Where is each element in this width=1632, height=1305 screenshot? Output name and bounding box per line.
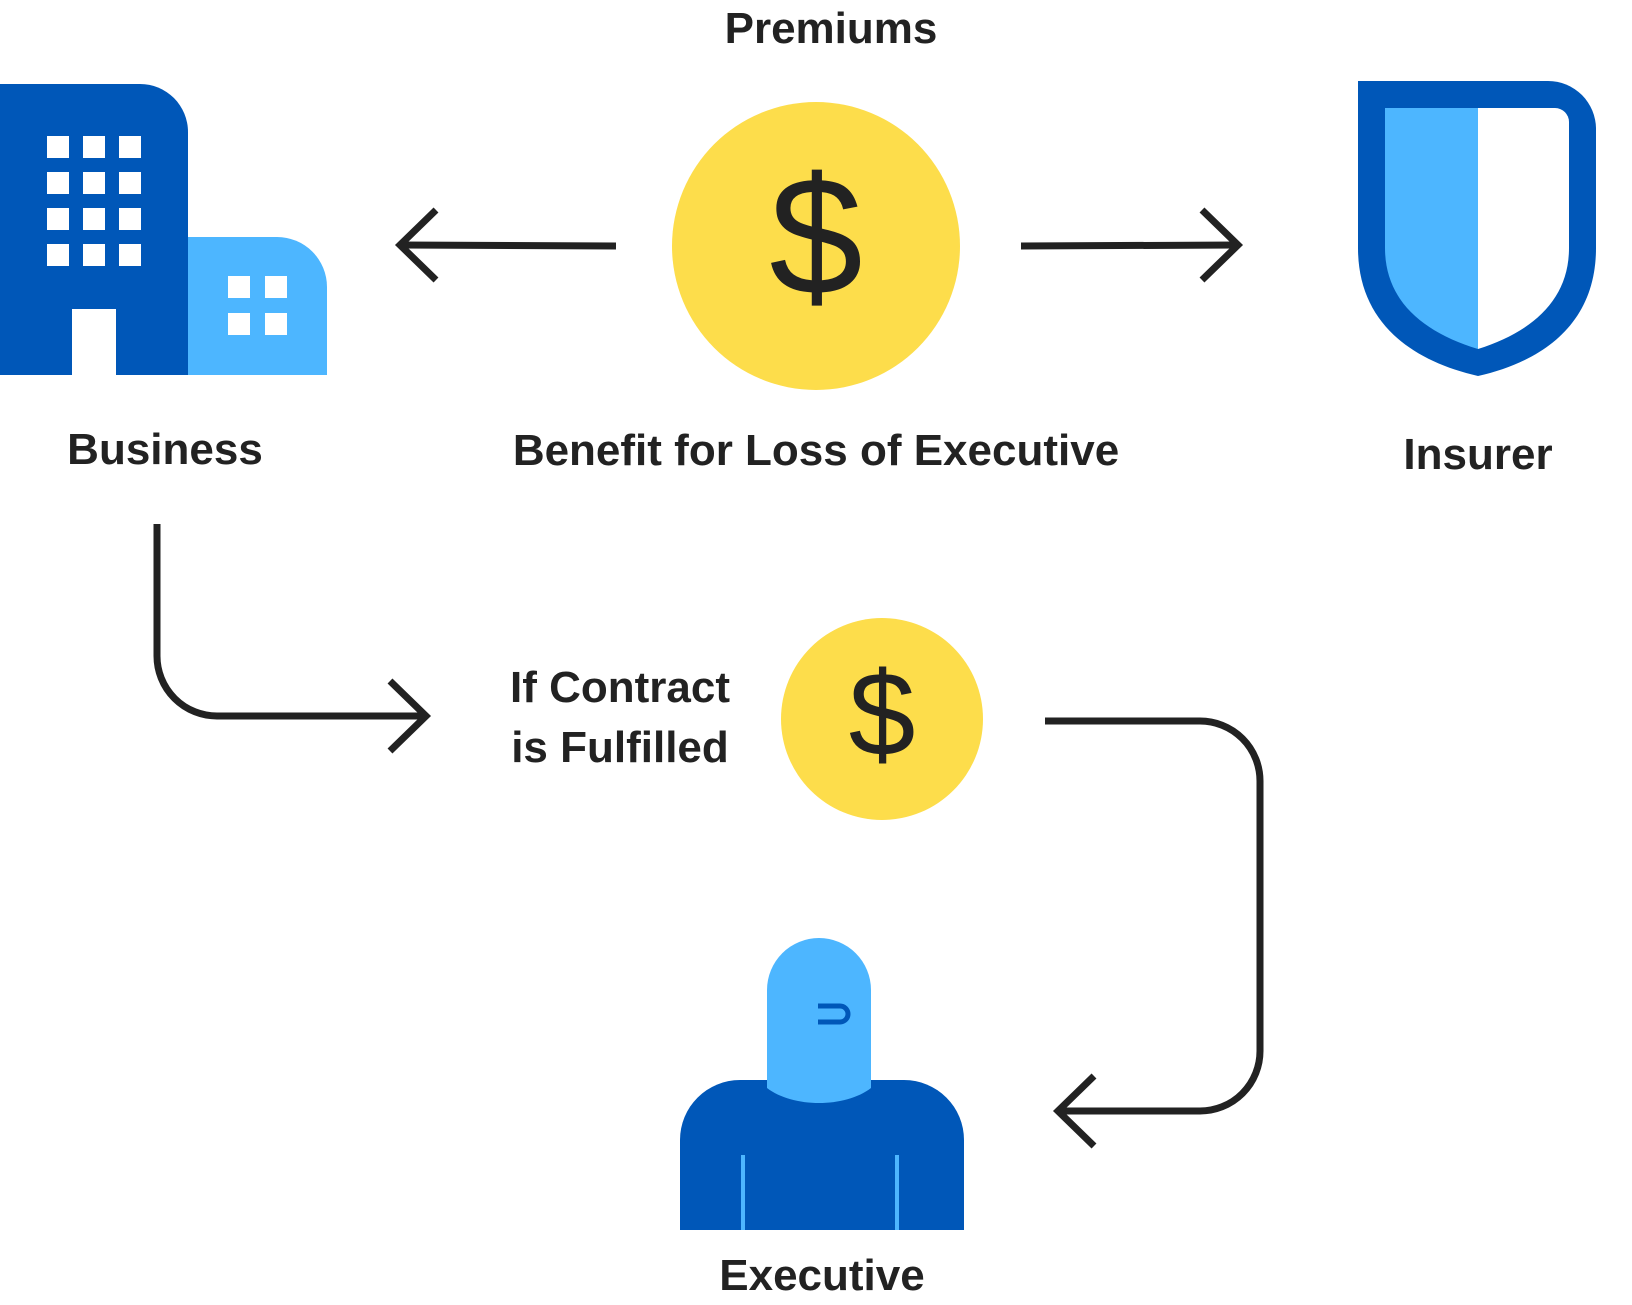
insurer-label: Insurer [1403,430,1553,479]
small-dollar-sign: $ [848,647,916,781]
big-dollar-sign: $ [769,142,863,330]
contract-condition-line2: is Fulfilled [511,723,729,772]
arrow-right-icon [1020,207,1244,283]
arrow-left-icon [394,207,617,283]
executive-label: Executive [719,1251,925,1300]
small-dollar-coin-icon [781,618,983,820]
arrow-coin-to-executive [1045,717,1264,1149]
building-windows [47,136,141,375]
arrow-business-to-contract [153,524,432,754]
premiums-label: Premiums [724,4,938,53]
benefit-label: Benefit for Loss of Executive [512,426,1120,475]
contract-condition-line1: If Contract [510,663,730,712]
shield-icon [1358,81,1596,376]
business-icon [0,84,327,375]
business-label: Business [67,425,263,474]
person-icon [680,938,964,1230]
dollar-coin-icon [672,102,960,390]
